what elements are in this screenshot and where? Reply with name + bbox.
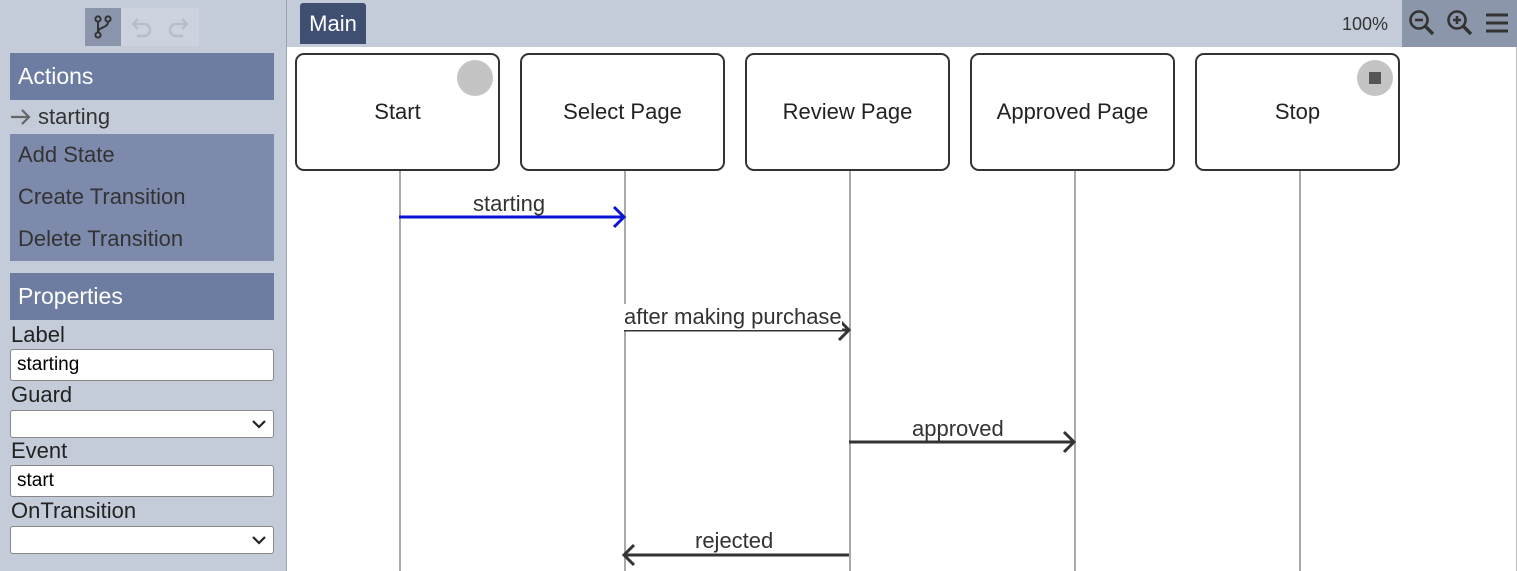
redo-icon[interactable] [161,8,197,46]
lifeline [1299,171,1301,571]
label-field[interactable]: starting [10,349,274,381]
transition-arrow-starting[interactable] [399,205,627,229]
selected-transition: starting [10,104,110,130]
state-select-page[interactable]: Select Page [520,53,725,171]
tab-main[interactable]: Main [300,3,366,44]
add-state-button[interactable]: Add State [18,142,115,167]
chevron-down-icon [252,536,266,545]
transition-arrow-rejected[interactable] [621,543,849,567]
state-label: Select Page [563,99,682,124]
undo-icon[interactable] [123,8,159,46]
actions-list: Add State Create Transition Delete Trans… [10,134,274,261]
lifeline [1074,171,1076,571]
selected-transition-label: starting [38,104,111,129]
sidebar-toolbar [85,8,199,46]
state-stop[interactable]: Stop [1195,53,1400,171]
main-area: Main 100% [287,0,1517,571]
state-label: Stop [1274,99,1321,124]
properties-header: Properties [10,273,274,320]
ontransition-field-label: OnTransition [11,498,137,523]
branch-icon[interactable] [85,8,121,46]
event-field-label: Event [11,438,68,463]
transition-label-after-making-purchase[interactable]: after making purchase [624,304,842,330]
state-start[interactable]: Start [295,53,500,171]
chevron-down-icon [252,420,266,429]
create-transition-button[interactable]: Create Transition [18,184,186,209]
transition-label-starting[interactable]: starting [473,191,546,216]
transition-arrows [399,205,1077,567]
state-review-page[interactable]: Review Page [745,53,950,171]
final-state-icon [1357,60,1393,96]
sequence-diagram[interactable]: starting after making purchase approved … [287,47,1517,571]
transition-label-rejected[interactable]: rejected [695,528,774,553]
transition-arrow-after-making-purchase[interactable] [624,318,852,342]
zoom-in-icon[interactable] [1445,8,1475,38]
label-field-label: Label [11,322,65,347]
state-label: Start [374,99,421,124]
lifeline [624,171,626,571]
zoom-out-icon[interactable] [1407,8,1437,38]
state-label: Approved Page [996,99,1149,124]
lifeline [399,171,401,571]
arrow-right-icon [11,109,31,125]
sidebar: Actions starting Add State Create Transi… [0,0,287,571]
guard-field-label: Guard [11,382,73,407]
zoom-level: 100% [1342,14,1389,34]
menu-icon[interactable] [1482,8,1512,38]
actions-header: Actions [10,53,274,100]
event-field[interactable]: start [10,465,274,497]
state-approved-page[interactable]: Approved Page [970,53,1175,171]
transition-label-approved[interactable]: approved [912,416,1004,441]
guard-select[interactable] [10,410,274,438]
transition-arrow-approved[interactable] [849,430,1077,454]
ontransition-select[interactable] [10,526,274,554]
lifeline [849,171,851,571]
state-label: Review Page [782,99,913,124]
initial-state-icon [457,60,493,96]
delete-transition-button[interactable]: Delete Transition [18,226,184,251]
view-tools [1402,0,1517,47]
main-tab-bar: Main 100% [287,0,1517,47]
